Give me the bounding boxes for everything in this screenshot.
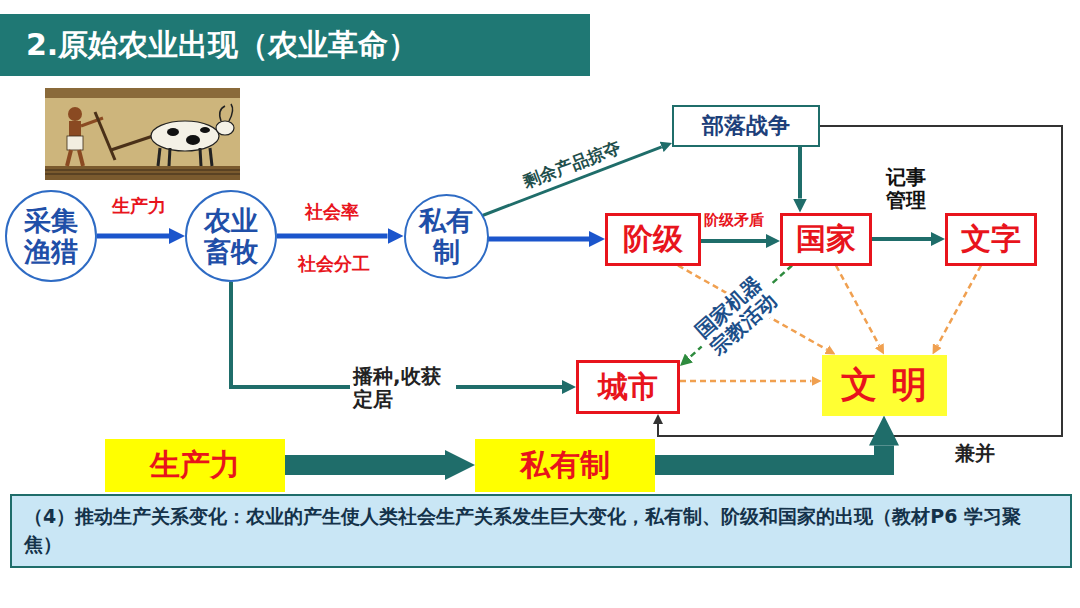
edge-label: 阶级矛盾: [704, 212, 764, 229]
edge-label: 记事 管理: [884, 166, 928, 212]
connector: [836, 266, 879, 346]
circle-node: 采集渔猎: [5, 190, 97, 282]
edge-label: 播种,收获 定居: [350, 364, 456, 412]
circle-node: 农业畜牧: [185, 190, 277, 282]
node-text: 阶级: [623, 219, 683, 260]
connector: [488, 237, 590, 242]
connector: [655, 446, 884, 466]
free-label: 社会分工: [298, 252, 370, 276]
connector: [97, 234, 169, 239]
node-text: 私有制: [520, 445, 610, 486]
node-text: 私有制: [418, 205, 475, 267]
process-box: 部落战争: [672, 105, 820, 147]
node-text: 生产力: [150, 445, 240, 486]
highlight-band: 生产力: [105, 439, 285, 492]
process-box: 文字: [945, 213, 1037, 266]
process-box: 国家: [780, 213, 872, 266]
node-text: 国家: [796, 219, 856, 260]
connector: [658, 126, 1062, 436]
node-text: 采集渔猎: [23, 205, 80, 267]
edge-label: 国家机器 宗教活动: [686, 267, 787, 364]
process-box: 城市: [576, 360, 680, 414]
title-banner: 2.原始农业出现（农业革命）: [0, 14, 590, 76]
circle-node: 私有制: [404, 194, 489, 279]
illustration: [45, 88, 240, 180]
node-text: 文字: [961, 219, 1021, 260]
connector: [277, 234, 388, 239]
edge-label: 兼并: [955, 442, 995, 465]
node-text: 农业畜牧: [203, 205, 260, 267]
edge-label: 社会率: [305, 202, 359, 223]
edge-label: 剩余产品掠夺: [521, 138, 623, 193]
highlight-band: 私有制: [475, 439, 655, 492]
connector: [285, 455, 445, 475]
connector: [937, 266, 981, 346]
highlight-box: 文明: [822, 355, 947, 416]
edge-label: 生产力: [112, 196, 166, 217]
node-text: 城市: [598, 367, 658, 408]
connector: [872, 237, 931, 241]
connector: [798, 147, 802, 199]
node-text: 文明: [841, 361, 942, 410]
node-text: （4）推动生产关系变化：农业的产生使人类社会生产关系发生巨大变化，私有制、阶级和…: [24, 503, 1058, 558]
note-box: （4）推动生产关系变化：农业的产生使人类社会生产关系发生巨大变化，私有制、阶级和…: [10, 494, 1072, 568]
connector: [680, 380, 812, 383]
process-box: 阶级: [605, 213, 701, 266]
node-text: 部落战争: [702, 111, 790, 141]
connector: [701, 239, 766, 243]
